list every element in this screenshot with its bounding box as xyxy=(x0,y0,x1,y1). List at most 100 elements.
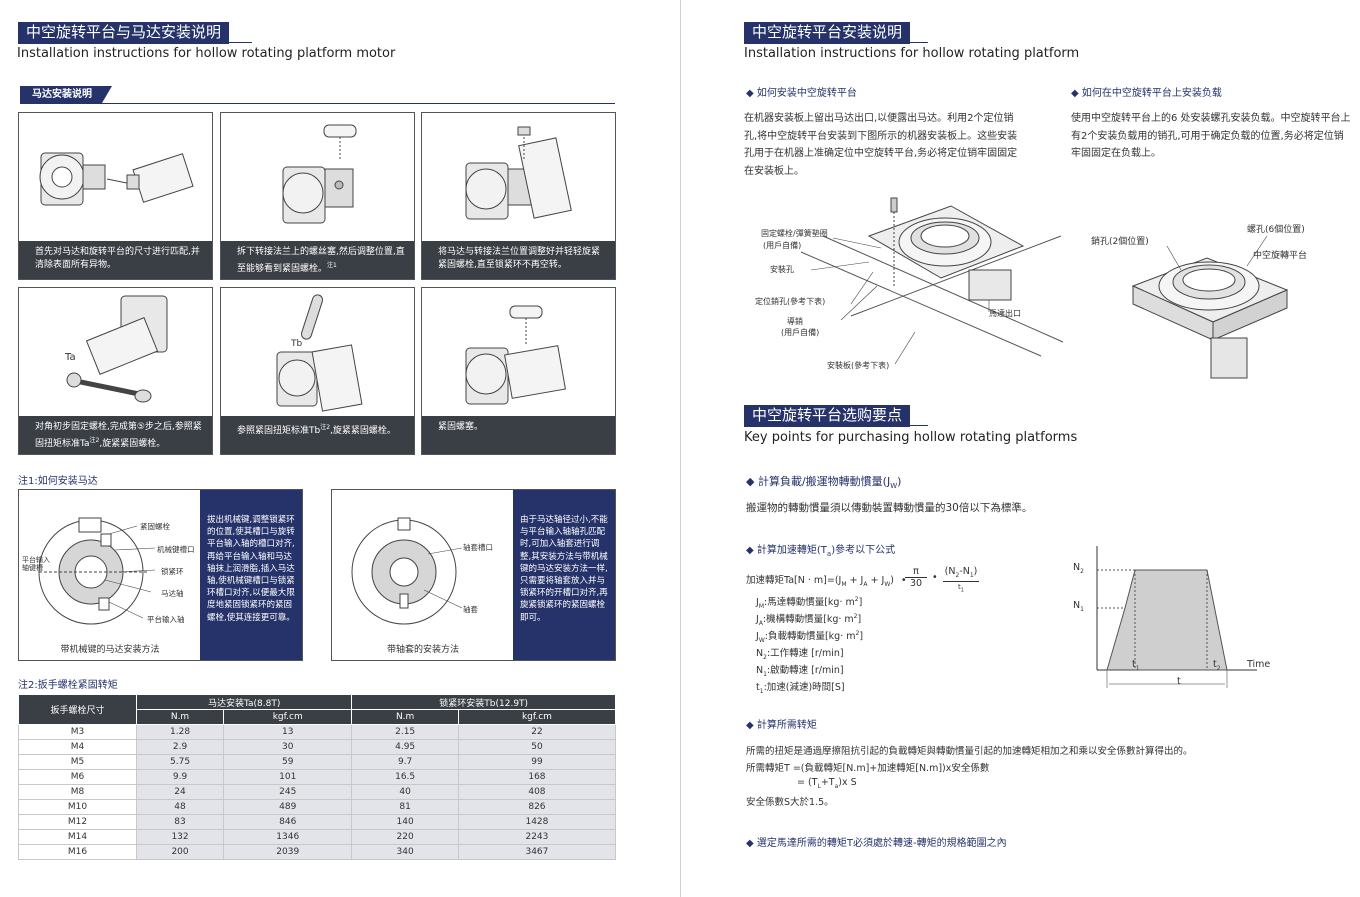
col-tb-kgf: kgf.cm xyxy=(457,709,617,725)
label-user-supplied-1: (用戶自備) xyxy=(763,241,802,250)
table-cell-value: 826 xyxy=(457,799,617,815)
definition-superscript: 2 xyxy=(853,612,858,620)
title-underline-purchase xyxy=(744,425,928,426)
step-1: 首先对马达和旋转平台的尺寸进行匹配,并清除表面所有异物。 xyxy=(18,112,213,280)
step-1-illustration xyxy=(39,152,194,206)
para-install-platform: 在机器安装板上留出马达出口,以便露出马达。利用2个定位销孔,将中空旋转平台安装到… xyxy=(744,113,1018,177)
step-4-ta-label: Ta xyxy=(64,352,76,363)
table-cell-size: M10 xyxy=(18,799,137,815)
sleeve-shaft-diagram xyxy=(351,517,463,625)
table-cell-value: 140 xyxy=(351,814,459,830)
table-cell-value: 1.28 xyxy=(135,724,225,740)
definition-symbol: J xyxy=(756,631,759,642)
table-cell-value: 168 xyxy=(457,769,617,785)
definition-end: ] xyxy=(857,614,862,625)
page-title-left: 中空旋转平台与马达安装说明 xyxy=(18,22,230,44)
definition-line: N2:工作轉速 [r/min] xyxy=(756,645,844,661)
definition-text: :工作轉速 [r/min] xyxy=(766,648,844,659)
page-subtitle-right: Installation instructions for hollow rot… xyxy=(744,46,1080,61)
label-motor-shaft: 马达轴 xyxy=(161,589,184,598)
table-cell-value: 1346 xyxy=(223,829,353,845)
formula-dot-2: • xyxy=(932,572,938,583)
step-2-illustration xyxy=(282,124,357,224)
table-cell-value: 16.5 xyxy=(351,769,459,785)
table-cell-value: 83 xyxy=(135,814,225,830)
formula-accel-torque: 加速轉矩Ta[N · m]=(JM + JA + JW) • xyxy=(746,575,907,588)
table-cell-value: 489 xyxy=(223,799,353,815)
definition-symbol: J xyxy=(756,614,759,625)
definition-subscript: M xyxy=(758,602,764,610)
table-cell-value: 245 xyxy=(223,784,353,800)
table-cell-size: M6 xyxy=(18,769,137,785)
step-6-caption: 紧固螺塞。 xyxy=(422,416,615,454)
figure-motor-sleeve: 轴套槽口 轴套 带轴套的安装方法 由于马达轴径过小,不能与平台输入轴轴孔匹配时,… xyxy=(331,489,616,661)
torque-table: 扳手螺栓尺寸 马达安装Ta(8.8T) 锁紧环安装Tb(12.9T) N.m k… xyxy=(18,694,617,860)
graph-t1-label: t1 xyxy=(1132,659,1140,672)
formula-fraction-speed: (N2-N1) t1 xyxy=(943,566,979,596)
step-6-illustration xyxy=(465,305,566,405)
definition-text: :加速(減速)時間[S] xyxy=(763,682,845,693)
label-locating-pin-hole: 定位銷孔(參考下表) xyxy=(755,297,826,306)
title-underline xyxy=(18,42,252,43)
table-cell-value: 9.7 xyxy=(351,754,459,770)
col-tb-nm: N.m xyxy=(351,709,459,725)
col-ta-kgf: kgf.cm xyxy=(223,709,353,725)
table-cell-value: 200 xyxy=(135,844,225,860)
definition-symbol: N xyxy=(756,665,764,676)
col-bolt-size: 扳手螺栓尺寸 xyxy=(18,694,137,725)
step-2-caption: 拆下转接法兰上的螺丝塞,然后调整位置,直至能够看到紧固螺栓。注1 xyxy=(221,241,414,279)
left-page: 中空旋转平台与马达安装说明 Installation instructions … xyxy=(17,22,617,860)
label-lock-ring: 锁紧环 xyxy=(161,567,184,576)
col-group-motor: 马达安装Ta(8.8T) xyxy=(135,694,353,710)
section-title-purchase: 中空旋转平台选购要点 xyxy=(744,405,911,427)
graph-n1-label: N1 xyxy=(1073,600,1084,613)
definition-line: t1:加速(減速)時間[S] xyxy=(756,679,845,695)
table-cell-value: 81 xyxy=(351,799,459,815)
graph-t2-label: t2 xyxy=(1213,659,1221,672)
table-cell-size: M14 xyxy=(18,829,137,845)
text-safety-factor: 安全係數S大於1.5。 xyxy=(746,797,834,808)
table-cell-value: 408 xyxy=(457,784,617,800)
bullet-required-torque: ◆ 計算所需转矩 xyxy=(746,720,817,731)
right-page: 中空旋转平台安装说明 Installation instructions for… xyxy=(681,0,1360,897)
label-fixing-bolt: 固定螺栓/彈簧墊圈 xyxy=(761,229,828,238)
definition-text: :負載轉動慣量[kg· m xyxy=(764,631,856,642)
definition-symbol: t xyxy=(756,682,760,693)
table-cell-value: 2.9 xyxy=(135,739,225,755)
label-fastening-bolt: 紧固螺栓 xyxy=(140,522,170,531)
definition-subscript: A xyxy=(758,619,763,627)
graph-t-label: t xyxy=(1177,676,1181,687)
label-hollow-platform: 中空旋轉平台 xyxy=(1253,251,1308,261)
title-underline-right xyxy=(744,42,928,43)
page-subtitle-left: Installation instructions for hollow rot… xyxy=(17,46,396,61)
step-5-tb-label: Tb xyxy=(290,339,302,349)
definition-superscript: 2 xyxy=(855,629,860,637)
formula-fraction-pi: π 30 xyxy=(905,566,927,589)
table-cell-value: 1428 xyxy=(457,814,617,830)
step-4-illustration: Ta xyxy=(64,295,168,403)
step-5-caption: 参照紧固扭矩标准Tb注2,旋紧紧固螺栓。 xyxy=(221,416,414,454)
figure-2-description: 由于马达轴径过小,不能与平台输入轴轴孔匹配时,可加入轴套进行调整,其安装方法与带… xyxy=(513,490,615,660)
label-mount-hole: 安裝孔 xyxy=(770,265,794,274)
table-cell-value: 50 xyxy=(457,739,617,755)
text-torque-formula-2: = (TL+Ta)x S xyxy=(797,777,857,790)
definition-subscript: 1 xyxy=(759,687,764,695)
step-3: 将马达与转接法兰位置调整好并轻轻旋紧紧固螺栓,直至锁紧环不再空转。 xyxy=(421,112,616,280)
label-sleeve-slot: 轴套槽口 xyxy=(463,543,493,552)
label-key-slot: 机械键槽口 xyxy=(157,545,195,554)
table-cell-value: 2039 xyxy=(223,844,353,860)
definition-subscript: 2 xyxy=(763,653,767,661)
section-subtitle-purchase: Key points for purchasing hollow rotatin… xyxy=(744,430,1078,445)
definition-text: :馬達轉動慣量[kg· m xyxy=(764,597,855,608)
definition-symbol: J xyxy=(756,597,759,608)
table-cell-value: 24 xyxy=(135,784,225,800)
note-2-title: 注2:扳手螺栓紧固转矩 xyxy=(18,680,118,691)
definition-subscript: W xyxy=(758,636,765,644)
bullet-install-load: ◆ 如何在中空旋转平台上安装负载 xyxy=(1071,88,1222,99)
step-3-illustration xyxy=(465,126,572,220)
table-cell-size: M3 xyxy=(18,724,137,740)
